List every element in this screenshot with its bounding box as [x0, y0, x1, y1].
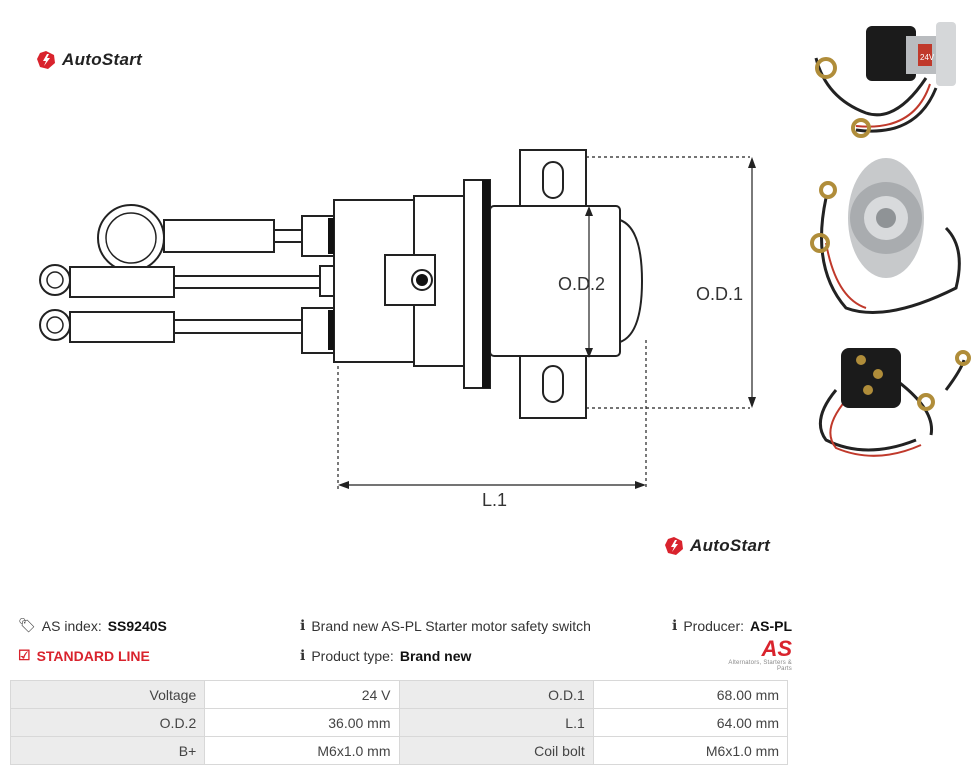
technical-drawing: O.D.2 O.D.1 L.1	[39, 149, 756, 510]
photo-voltage-label: 24V	[920, 53, 935, 62]
specs-table: Voltage 24 V O.D.1 68.00 mm O.D.2 36.00 …	[9, 680, 789, 765]
producer: ℹ Producer: AS-PL	[672, 617, 792, 634]
product-type: ℹ Product type: Brand new	[300, 647, 471, 664]
product-photo-1[interactable]: 24V	[806, 18, 971, 148]
product-type-value: Brand new	[399, 647, 472, 664]
spec-key: O.D.2	[9, 708, 206, 737]
spec-key: Voltage	[9, 680, 206, 709]
label-l1: L.1	[482, 490, 507, 510]
spec-value: 68.00 mm	[592, 680, 789, 709]
producer-value: AS-PL	[750, 617, 793, 634]
as-index: 🏷︎ AS index: SS9240S	[18, 617, 167, 634]
info-icon: ℹ	[300, 647, 306, 663]
producer-logo-sub: Alternators, Starters & Parts	[728, 660, 792, 672]
tags-icon: 🏷︎	[18, 617, 36, 633]
product-type-label: Product type:	[311, 647, 394, 664]
autostart-logo-icon	[37, 51, 55, 69]
table-row: O.D.2 36.00 mm L.1 64.00 mm	[9, 708, 789, 737]
table-row: B+ M6x1.0 mm Coil bolt M6x1.0 mm	[9, 736, 789, 765]
autostart-logo-icon	[665, 537, 683, 555]
label-od2: O.D.2	[558, 274, 605, 294]
brand-name: AutoStart	[690, 536, 771, 555]
description-text: Brand new AS-PL Starter motor safety swi…	[311, 617, 591, 634]
spec-value: 36.00 mm	[204, 708, 400, 737]
spec-key: B+	[9, 736, 206, 765]
spec-value: 24 V	[204, 680, 400, 709]
product-photo-3[interactable]	[806, 330, 971, 470]
product-photo-2[interactable]	[806, 148, 971, 324]
spec-key: O.D.1	[398, 680, 594, 709]
standard-line-label: STANDARD LINE	[36, 647, 150, 664]
label-od1: O.D.1	[696, 284, 743, 304]
table-row: Voltage 24 V O.D.1 68.00 mm	[9, 680, 789, 709]
spec-value: M6x1.0 mm	[592, 736, 789, 765]
ring-terminal-large	[97, 204, 165, 272]
ring-terminal-small-2	[39, 309, 71, 341]
producer-logo-mark: AS	[761, 636, 792, 661]
as-index-value: SS9240S	[107, 617, 167, 634]
producer-logo: AS Alternators, Starters & Parts	[716, 636, 792, 673]
ring-terminal-small-1	[39, 264, 71, 296]
info-icon: ℹ	[300, 617, 306, 633]
brand-logo-bottom: AutoStart	[664, 536, 770, 556]
checkbox-icon: ☑	[18, 647, 31, 663]
brand-logo-top: AutoStart	[36, 50, 142, 70]
spec-value: 64.00 mm	[592, 708, 789, 737]
brand-name: AutoStart	[62, 50, 143, 69]
standard-line-badge: ☑ STANDARD LINE	[18, 647, 150, 664]
producer-label: Producer:	[683, 617, 745, 634]
info-icon: ℹ	[672, 617, 678, 633]
product-description: ℹ Brand new AS-PL Starter motor safety s…	[300, 617, 591, 634]
spec-key: Coil bolt	[398, 736, 594, 765]
as-index-label: AS index:	[41, 617, 102, 634]
spec-value: M6x1.0 mm	[204, 736, 400, 765]
spec-key: L.1	[398, 708, 594, 737]
